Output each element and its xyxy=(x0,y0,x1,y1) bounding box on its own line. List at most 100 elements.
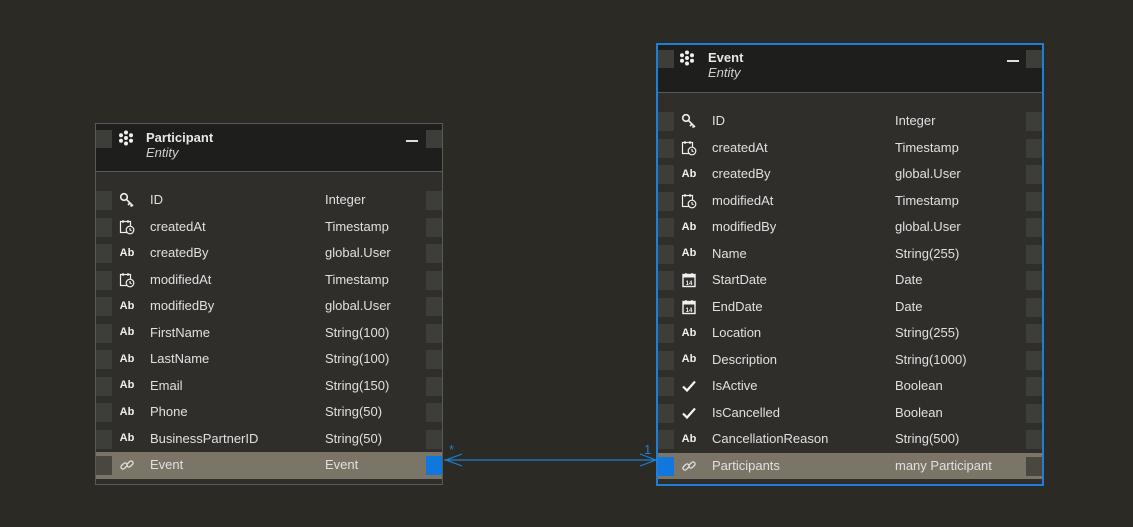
field-type: Event xyxy=(325,457,359,472)
field-port-left[interactable] xyxy=(658,403,674,423)
header-port-right[interactable] xyxy=(1026,50,1042,68)
field-port-right[interactable] xyxy=(1026,350,1042,370)
entity-icon xyxy=(118,130,134,146)
field-port-left[interactable] xyxy=(96,350,112,369)
field-port-left[interactable] xyxy=(658,350,674,370)
key-icon xyxy=(680,108,698,134)
field-type: Timestamp xyxy=(325,271,389,287)
field-name: Phone xyxy=(150,404,188,419)
field-name: ID xyxy=(712,113,725,128)
check-icon xyxy=(680,373,698,399)
field-port-right[interactable] xyxy=(426,376,442,396)
field-port-left[interactable] xyxy=(658,165,674,184)
field-port-left[interactable] xyxy=(658,456,674,476)
field-name: CancellationReason xyxy=(712,431,829,446)
field-port-right[interactable] xyxy=(426,191,442,210)
field-port-right[interactable] xyxy=(1026,138,1042,158)
field-port-right[interactable] xyxy=(1026,165,1042,184)
field-port-left[interactable] xyxy=(658,191,674,211)
field-port-left[interactable] xyxy=(658,244,674,264)
field-port-right[interactable] xyxy=(1026,112,1042,131)
header-port-right[interactable] xyxy=(426,130,442,148)
field-port-left[interactable] xyxy=(96,403,112,422)
svg-text:14: 14 xyxy=(686,308,693,314)
field-port-right[interactable] xyxy=(426,350,442,369)
field-port-right[interactable] xyxy=(426,403,442,422)
field-port-left[interactable] xyxy=(658,138,674,158)
field-port-right[interactable] xyxy=(1026,244,1042,264)
field-type: global.User xyxy=(325,298,391,313)
field-port-left[interactable] xyxy=(96,429,112,449)
field-port-right[interactable] xyxy=(426,323,442,343)
field-port-right[interactable] xyxy=(1026,403,1042,423)
header-port-left[interactable] xyxy=(96,130,112,148)
field-port-left[interactable] xyxy=(96,297,112,316)
field-port-left[interactable] xyxy=(96,191,112,210)
ab-icon: Ab xyxy=(681,220,697,233)
field-port-left[interactable] xyxy=(658,324,674,343)
field-port-right[interactable] xyxy=(1026,430,1042,449)
field-port-right[interactable] xyxy=(1026,218,1042,237)
field-port-left[interactable] xyxy=(96,270,112,290)
field-port-left[interactable] xyxy=(658,112,674,131)
field-port-right[interactable] xyxy=(426,456,442,475)
field-port-right[interactable] xyxy=(426,429,442,449)
event-entity-header[interactable]: Event Entity xyxy=(658,45,1042,93)
participant-field-row-modifiedat[interactable]: modifiedAt Timestamp xyxy=(96,267,442,294)
field-port-left[interactable] xyxy=(96,456,112,475)
field-port-left[interactable] xyxy=(658,430,674,449)
field-port-left[interactable] xyxy=(96,244,112,263)
field-port-right[interactable] xyxy=(1026,456,1042,476)
field-port-right[interactable] xyxy=(426,297,442,316)
field-type: Timestamp xyxy=(325,218,389,234)
collapse-button[interactable] xyxy=(1007,53,1019,65)
timestamp-icon xyxy=(118,267,136,293)
field-port-right[interactable] xyxy=(1026,297,1042,317)
header-port-left[interactable] xyxy=(658,50,674,68)
field-port-left[interactable] xyxy=(658,297,674,317)
collapse-button[interactable] xyxy=(406,133,418,145)
field-port-left[interactable] xyxy=(658,271,674,290)
field-port-left[interactable] xyxy=(96,323,112,343)
field-port-right[interactable] xyxy=(1026,324,1042,343)
field-port-left[interactable] xyxy=(658,377,674,396)
timestamp-icon xyxy=(680,135,698,161)
field-port-left[interactable] xyxy=(96,217,112,237)
field-port-left[interactable] xyxy=(658,218,674,237)
field-port-right[interactable] xyxy=(1026,271,1042,290)
field-port-left[interactable] xyxy=(96,376,112,396)
field-port-right[interactable] xyxy=(426,217,442,237)
field-port-right[interactable] xyxy=(426,244,442,263)
field-port-right[interactable] xyxy=(1026,377,1042,396)
field-port-right[interactable] xyxy=(1026,191,1042,211)
field-port-right[interactable] xyxy=(426,270,442,290)
field-name: modifiedAt xyxy=(150,271,212,287)
participant-entity-header[interactable]: Participant Entity xyxy=(96,124,442,172)
